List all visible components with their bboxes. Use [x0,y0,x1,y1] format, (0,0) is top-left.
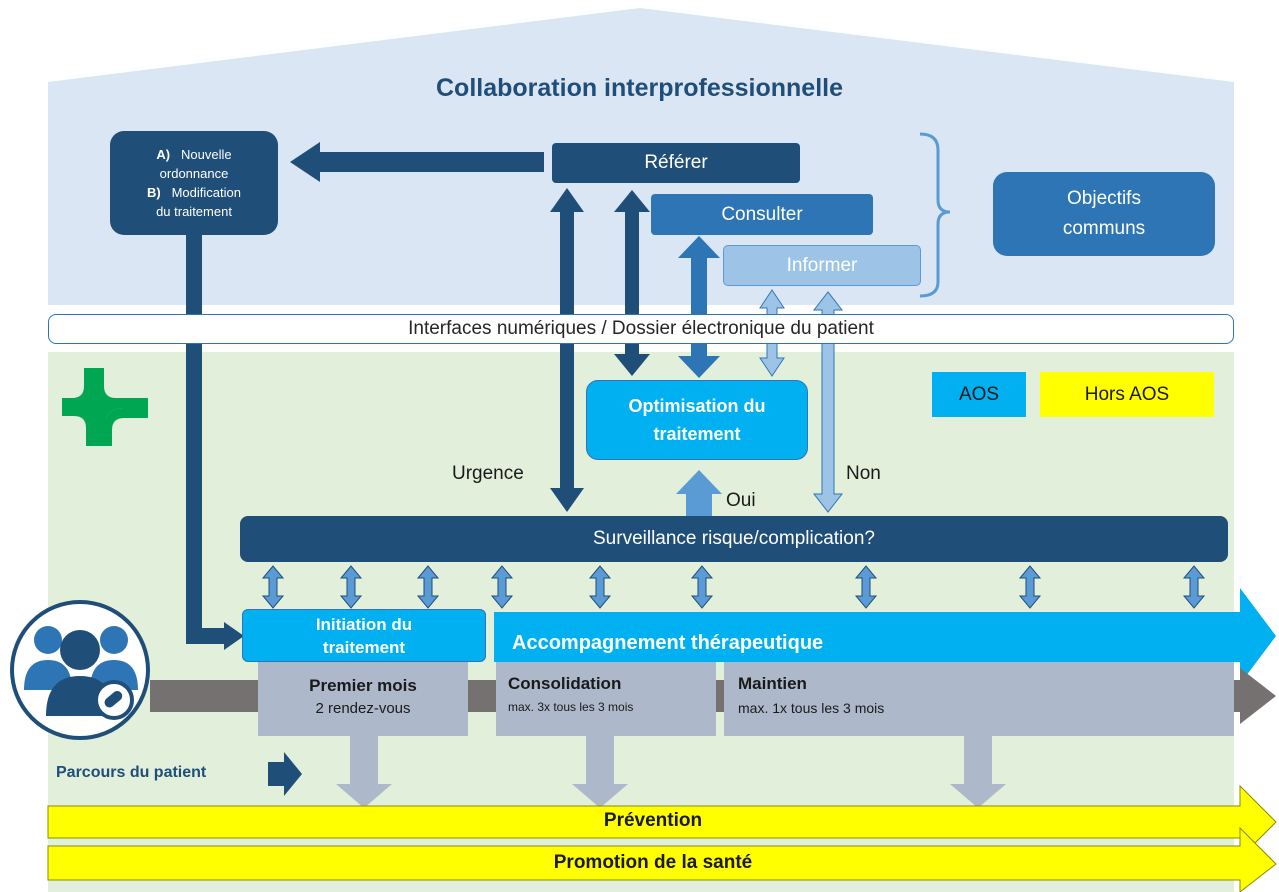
small-double-arrow-4 [490,565,514,609]
page-title: Collaboration interprofessionnelle [436,74,843,102]
accompagnement-arrow [494,588,1276,684]
initiation-line1: Initiation du [315,614,413,634]
promotion-band [47,826,1277,892]
phase-to-prevention-arrows [336,736,1006,808]
referral-arrow [290,142,544,182]
small-double-arrow-6 [690,565,714,609]
parcours-label: Parcours du patient [56,764,207,781]
phase-maintien: Maintien max. 1x tous les 3 mois [724,662,1234,736]
referer-box: Référer [552,143,800,183]
small-double-arrow-1 [261,565,285,609]
phase-premier-title: Premier mois [309,676,417,695]
accompagnement-label: Accompagnement thérapeutique [512,632,824,654]
line-b2: du traitement [156,204,232,219]
marker-a: A) [156,147,171,162]
objectifs-line2: communs [1062,218,1146,239]
objectifs-bracket [919,132,951,298]
patient-group-icon [10,600,150,740]
non-double-arrow [812,291,844,513]
line-a: Nouvelle [180,147,232,162]
prescription-box: A) Nouvelle ordonnance B) Modification d… [110,131,278,235]
informer-box: Informer [723,245,921,286]
objectifs-line1: Objectifs [1067,188,1141,209]
initiation-line2: traitement [322,637,406,657]
prevention-band [47,784,1277,860]
promotion-label: Promotion de la santé [553,852,753,873]
surveillance-link-arrows [261,565,1206,609]
oui-arrow [676,470,722,516]
interfaces-bar: Interfaces numériques / Dossier électron… [48,314,1234,344]
prevention-label: Prévention [603,810,703,831]
optimisation-box: Optimisation du traitement [586,380,808,460]
consulter-box: Consulter [651,194,873,235]
consulter-optimisation-arrow [678,236,720,378]
urgence-double-arrow [550,188,584,512]
phase-maintien-detail: max. 1x tous les 3 mois [738,700,885,716]
objectifs-communs-box: Objectifs communs [993,172,1215,256]
legend-aos: AOS [932,372,1026,417]
phase-consolidation-detail: max. 3x tous les 3 mois [508,700,634,714]
small-double-arrow-8 [1018,565,1042,609]
optimisation-line1: Optimisation du [628,396,766,416]
small-double-arrow-5 [588,565,612,609]
small-double-arrow-2 [339,565,363,609]
pharmacy-cross-icon [62,368,148,446]
small-double-arrow-7 [854,565,878,609]
small-double-arrow-3 [416,565,440,609]
line-a2: ordonnance [159,166,229,181]
small-double-arrow-9 [1182,565,1206,609]
marker-b: B) [147,185,161,200]
phase-maintien-title: Maintien [738,674,807,693]
oui-label: Oui [726,490,756,511]
surveillance-bar: Surveillance risque/complication? [240,516,1228,562]
optimisation-line2: traitement [653,424,741,444]
phase-consolidation-title: Consolidation [508,674,622,693]
line-b: Modification [171,185,241,200]
parcours-arrow-icon [268,752,302,796]
legend-hors-aos: Hors AOS [1040,372,1214,417]
urgence-label: Urgence [452,463,524,484]
phase-premier-detail: 2 rendez-vous [315,700,411,717]
phase-consolidation: Consolidation max. 3x tous les 3 mois [496,662,716,736]
initiation-box: Initiation du traitement [242,609,486,662]
phase-premier-mois: Premier mois 2 rendez-vous [258,662,468,736]
non-label: Non [846,463,881,484]
